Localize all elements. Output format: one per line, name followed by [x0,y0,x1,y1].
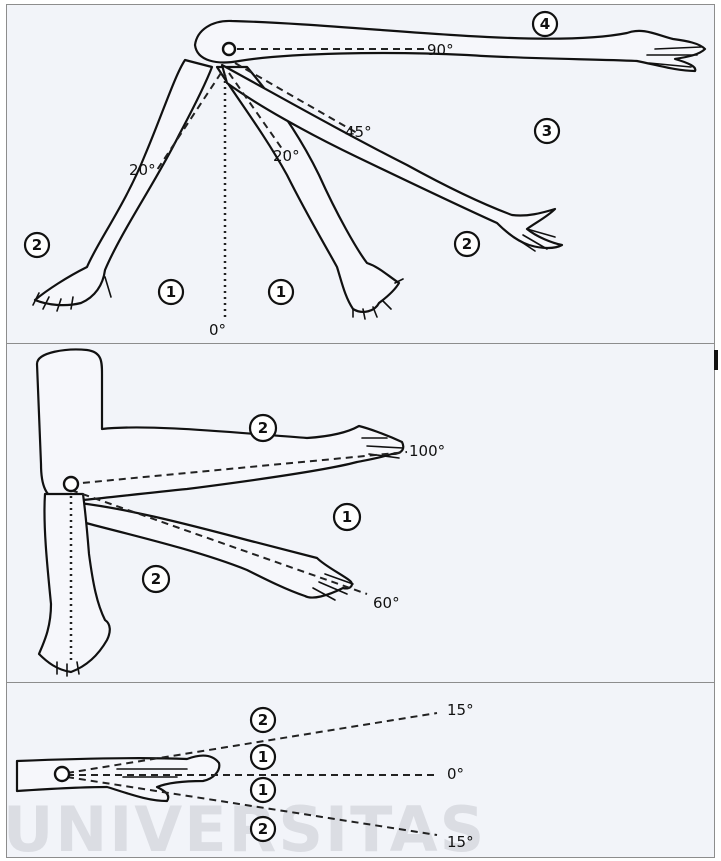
arm-left [35,60,212,305]
edge-mark [714,350,718,370]
marker-2-left: 2 [25,233,49,257]
panel-elbow: 100° 60° 2 1 2 [6,343,715,683]
svg-text:2: 2 [258,419,268,437]
svg-text:1: 1 [342,508,352,526]
shoulder-joint [223,43,235,55]
svg-text:4: 4 [540,15,550,33]
marker-2-bottom: 2 [143,566,169,592]
marker-2-right: 2 [455,232,479,256]
angle-90-label: 90° [427,41,454,59]
marker-2-wrist-bottom: 2 [251,817,275,841]
svg-text:2: 2 [258,820,268,838]
angle-20-mid-label: 20° [273,147,300,165]
svg-text:1: 1 [276,283,286,301]
svg-text:1: 1 [166,283,176,301]
arm-upper-100 [37,350,403,502]
panel-shoulder-abduction: 90° 45° 20° 20° 0° 4 3 2 2 1 1 [6,4,715,344]
wrist-joint [55,767,69,781]
svg-text:2: 2 [32,236,42,254]
arm-middle [217,67,399,312]
marker-4: 4 [533,12,557,36]
angle-100-label: 100° [409,442,445,460]
line-60 [71,490,367,594]
marker-1-mid: 1 [269,280,293,304]
svg-text:1: 1 [258,781,268,799]
marker-1: 1 [334,504,360,530]
angle-15-top-label: 15° [447,701,474,719]
panel-wrist: UNIVERSITAS 15° 0° 15° 2 1 1 2 [6,682,715,858]
svg-text:2: 2 [151,570,161,588]
angle-20-left-label: 20° [129,161,156,179]
svg-text:2: 2 [462,235,472,253]
elbow-joint [64,477,78,491]
wrist-diagram: UNIVERSITAS 15° 0° 15° 2 1 1 2 [7,683,715,858]
angle-15-bottom-label: 15° [447,833,474,851]
shoulder-diagram: 90° 45° 20° 20° 0° 4 3 2 2 1 1 [7,5,715,344]
angle-60-label: 60° [373,594,400,612]
svg-text:3: 3 [542,122,552,140]
marker-2-wrist-top: 2 [251,708,275,732]
marker-2-top: 2 [250,415,276,441]
elbow-diagram: 100° 60° 2 1 2 [7,344,715,683]
marker-1-wrist-bottom: 1 [251,778,275,802]
svg-text:1: 1 [258,748,268,766]
marker-3: 3 [535,119,559,143]
svg-text:2: 2 [258,711,268,729]
watermark: UNIVERSITAS [7,793,486,858]
arm-forearm-60 [69,502,352,598]
angle-0-label: 0° [209,321,226,339]
angle-0-label-wrist: 0° [447,765,464,783]
angle-45-label: 45° [345,123,372,141]
marker-1-wrist-top: 1 [251,745,275,769]
marker-1-left: 1 [159,280,183,304]
